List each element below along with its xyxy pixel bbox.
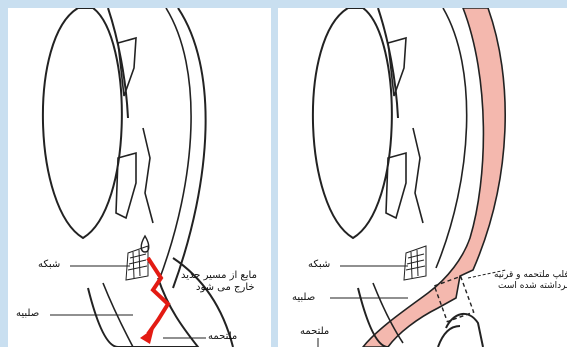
channel-line: [413, 128, 423, 223]
forceps-tool: [446, 314, 483, 347]
conjunctiva-flap-band: [363, 8, 505, 347]
channel-line: [143, 128, 153, 223]
label-flap-line2: برداشته شده است: [498, 281, 567, 292]
label-meshwork: شبکه: [38, 259, 60, 270]
label-fluid-line2: خارج می شود: [196, 282, 255, 293]
label-conjunctiva: ملتحمه: [300, 326, 329, 337]
label-sclera: صلبیه: [16, 308, 39, 319]
label-conjunctiva: ملتحمه: [208, 331, 237, 342]
label-flap-line1: فلپ ملتحمه و قرنیه: [494, 270, 567, 281]
label-sclera: صلبیه: [292, 292, 315, 303]
flow-arrow: [140, 258, 168, 344]
forceps-tip: [438, 326, 460, 347]
right-diagram-panel: شبکه صلبیه ملتحمه فلپ ملتحمه و قرنیه برد…: [278, 8, 567, 347]
meshwork-hatch: [404, 246, 426, 280]
lens-shape: [43, 8, 122, 238]
left-diagram-panel: شبکه صلبیه ملتحمه مایع از مسیر جدید خارج…: [8, 8, 271, 347]
cornea-inner: [436, 8, 467, 268]
cornea-inner: [158, 8, 191, 283]
fluid-droplet: [141, 236, 149, 252]
label-meshwork: شبکه: [308, 259, 330, 270]
label-fluid-line1: مایع از مسیر جدید: [181, 270, 257, 281]
left-eye-drawing: [8, 8, 271, 347]
right-eye-drawing: [278, 8, 567, 347]
meshwork-hatch: [126, 246, 148, 280]
lens-shape: [313, 8, 392, 238]
